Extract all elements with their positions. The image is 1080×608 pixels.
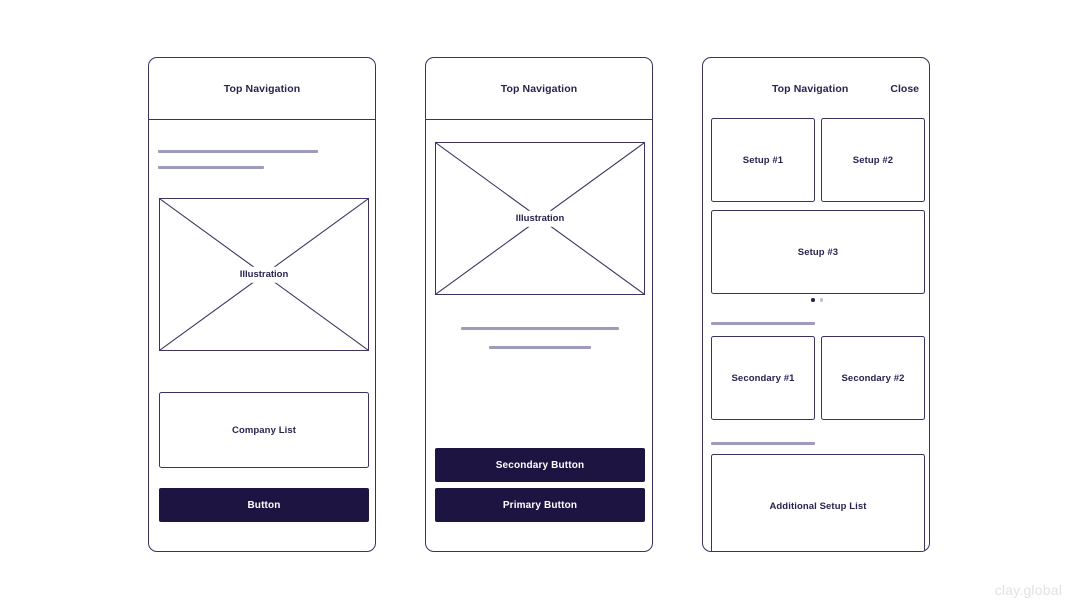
company-list-card-label: Company List: [231, 424, 296, 436]
illustration-placeholder-2: Illustration: [435, 142, 645, 295]
primary-button-1[interactable]: Button: [159, 488, 369, 522]
headline-skeleton-line-1: [158, 150, 318, 153]
primary-button-2-label: Primary Button: [502, 499, 578, 511]
illustration-placeholder-1: Illustration: [159, 198, 369, 351]
secondary-card-2-label: Secondary #2: [841, 372, 905, 384]
headline-skeleton-line-2: [461, 327, 619, 330]
top-navigation-title: Top Navigation: [223, 82, 301, 95]
pagination-dot-inactive[interactable]: [819, 298, 824, 302]
close-button[interactable]: Close: [890, 83, 919, 95]
illustration-label: Illustration: [160, 266, 368, 283]
company-list-card[interactable]: Company List: [159, 392, 369, 468]
subhead-skeleton-line-1: [158, 166, 264, 169]
secondary-button-2-label: Secondary Button: [495, 459, 585, 471]
top-navigation-bar-1[interactable]: Top Navigation: [149, 58, 375, 120]
top-navigation-bar-2[interactable]: Top Navigation: [426, 58, 652, 120]
primary-button-2[interactable]: Primary Button: [435, 488, 645, 522]
setup-card-1[interactable]: Setup #1: [711, 118, 815, 202]
additional-setup-list-card[interactable]: Additional Setup List: [711, 454, 925, 551]
section-divider-line-1: [711, 322, 815, 325]
screen-3: Top Navigation Close Setup #1 Setup #2 S…: [703, 58, 929, 551]
top-navigation-bar-3[interactable]: Top Navigation Close: [703, 58, 929, 120]
section-divider-line-2: [711, 442, 815, 445]
setup-card-2[interactable]: Setup #2: [821, 118, 925, 202]
pagination-dots[interactable]: [811, 298, 824, 302]
pagination-dot-active[interactable]: [811, 298, 815, 302]
device-frame-3: Top Navigation Close Setup #1 Setup #2 S…: [702, 57, 930, 552]
top-navigation-title: Top Navigation: [771, 83, 849, 95]
additional-setup-list-card-label: Additional Setup List: [769, 500, 867, 512]
top-navigation-title: Top Navigation: [500, 82, 578, 95]
device-frame-2: Top Navigation Illustration Secondary Bu…: [425, 57, 653, 552]
setup-card-1-label: Setup #1: [742, 154, 784, 166]
setup-card-2-label: Setup #2: [852, 154, 894, 166]
illustration-label: Illustration: [436, 210, 644, 227]
screen-2: Top Navigation Illustration Secondary Bu…: [426, 58, 652, 551]
subhead-skeleton-line-2: [489, 346, 591, 349]
secondary-button-2[interactable]: Secondary Button: [435, 448, 645, 482]
secondary-card-1[interactable]: Secondary #1: [711, 336, 815, 420]
setup-card-3[interactable]: Setup #3: [711, 210, 925, 294]
secondary-card-1-label: Secondary #1: [731, 372, 795, 384]
watermark: clay.global: [994, 582, 1062, 598]
screen-1: Top Navigation Illustration Company List…: [149, 58, 375, 551]
primary-button-1-label: Button: [247, 499, 281, 511]
setup-card-3-label: Setup #3: [797, 246, 839, 258]
device-frame-1: Top Navigation Illustration Company List…: [148, 57, 376, 552]
secondary-card-2[interactable]: Secondary #2: [821, 336, 925, 420]
